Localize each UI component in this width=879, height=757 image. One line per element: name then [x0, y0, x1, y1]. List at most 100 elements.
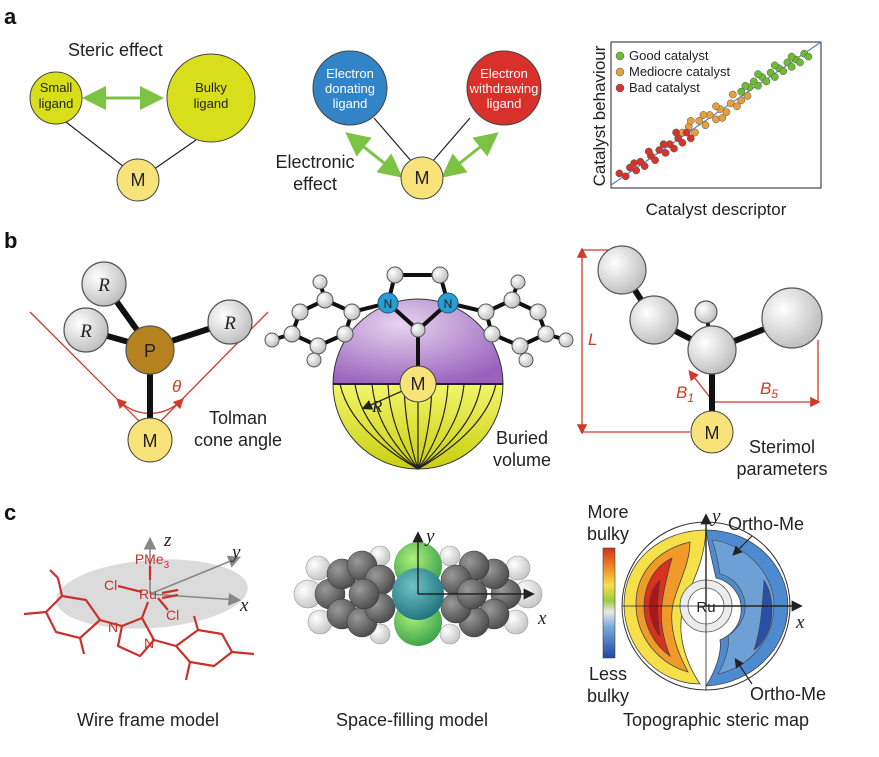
less-bulky-2: bulky — [587, 686, 629, 706]
legend-label-2: Bad catalyst — [629, 80, 700, 95]
sterimol-caption-1: Sterimol — [749, 437, 815, 457]
ortho-me-arrow-1 — [732, 535, 753, 556]
more-bulky-1: More — [587, 502, 628, 522]
topographic-steric-map: More bulky Less bulky y x Ru Ortho-Me — [587, 502, 826, 730]
data-point-series-1-14 — [712, 102, 720, 111]
map-lobe-darkblue — [753, 579, 773, 651]
data-point-series-0-16 — [754, 70, 762, 78]
data-point-series-1-3 — [695, 116, 704, 125]
B1-arrow — [688, 369, 713, 401]
bond-donating-metal — [373, 117, 413, 163]
steric-effect-diagram: Steric effect Small ligand Bulky ligand … — [29, 40, 256, 202]
data-point-series-1-12 — [743, 92, 752, 100]
legend-marker-2 — [615, 83, 625, 93]
less-bulky-1: Less — [589, 664, 627, 684]
panel-a: a Steric effect Small ligand Bulky ligan… — [4, 4, 822, 219]
metal-circle-steric — [116, 158, 160, 202]
data-point-series-2-16 — [644, 147, 653, 156]
B5-label: B5 — [760, 379, 778, 401]
metal-label-buried: M — [411, 374, 426, 394]
r-group-2 — [63, 307, 109, 353]
metal-label-steric: M — [131, 170, 146, 190]
phosphorus-atom — [125, 325, 175, 375]
withdrawing-label-1: Electron — [480, 66, 528, 81]
data-point-series-1-8 — [722, 108, 731, 116]
legend-marker-0 — [615, 51, 625, 61]
nitrogen-label-1: N — [384, 297, 393, 311]
withdrawing-label-3: ligand — [487, 96, 522, 111]
tolman-cone-diagram: R R R P θ M Tolman cone angle — [29, 261, 282, 463]
data-point-series-2-3 — [632, 166, 641, 175]
space-axis-x-label: x — [537, 608, 547, 629]
data-point-series-1-15 — [728, 90, 737, 99]
color-scale-bar — [602, 547, 616, 659]
B1-label: B1 — [676, 383, 694, 405]
donating-label-1: Electron — [326, 66, 374, 81]
data-point-series-0-17 — [770, 61, 779, 70]
axis-x-label: x — [239, 595, 249, 616]
pme3-label: PMe3 — [135, 551, 170, 571]
buried-caption-2: volume — [493, 450, 551, 470]
panel-letter-b: b — [4, 228, 17, 253]
bulky-ligand-circle — [166, 53, 256, 143]
wire-caption: Wire frame model — [77, 710, 219, 730]
data-point-series-2-11 — [670, 144, 678, 153]
nitrogen-atom-2 — [437, 292, 459, 314]
space-filling-model: y x Space-filling model — [293, 526, 547, 730]
metal-circle-electronic — [400, 156, 444, 200]
donating-ligand-circle — [312, 50, 388, 126]
bond-withdrawing-metal — [431, 117, 471, 163]
legend-label-1: Mediocre catalyst — [629, 64, 731, 79]
withdrawing-arrow — [441, 132, 499, 178]
data-point-series-1-9 — [726, 99, 735, 108]
more-bulky-2: bulky — [587, 524, 629, 544]
ru-label: Ru — [139, 586, 157, 602]
donating-label-2: donating — [325, 81, 375, 96]
wire-frame-bonds — [23, 566, 255, 681]
metal-label-sterimol: M — [705, 423, 720, 443]
map-lobe-orange — [635, 541, 691, 673]
r-group-1 — [81, 261, 127, 307]
data-point-series-0-5 — [762, 77, 771, 86]
data-point-series-0-3 — [754, 81, 762, 90]
tolman-caption-2: cone angle — [194, 430, 282, 450]
sterimol-caption-2: parameters — [736, 459, 827, 479]
data-point-series-0-7 — [770, 73, 779, 81]
data-point-series-0-19 — [741, 81, 750, 90]
cone-line-left — [29, 311, 151, 433]
small-ligand-label-1: Small — [40, 80, 73, 95]
data-point-series-0-11 — [787, 62, 796, 71]
data-point-series-2-8 — [655, 146, 664, 154]
sterimol-atom-right — [761, 287, 823, 349]
nhc-ligand-atoms — [264, 266, 574, 368]
panel-b: b R R R P θ M Tolman cone angle — [4, 228, 828, 479]
legend-marker-1 — [615, 67, 625, 77]
ortho-me-label-2: Ortho-Me — [750, 684, 826, 704]
data-point-series-2-9 — [661, 149, 670, 157]
n-label-2: N — [144, 635, 154, 651]
data-point-series-0-15 — [804, 52, 813, 61]
space-axis-y-label: y — [424, 526, 435, 547]
data-point-series-1-4 — [701, 121, 710, 130]
wire-frame-model: z y x PMe3 Cl — [23, 530, 255, 730]
map-axis-y-label: y — [710, 506, 721, 527]
map-axis-x-label: x — [795, 612, 805, 633]
steric-effect-title: Steric effect — [68, 40, 163, 60]
space-caption: Space-filling model — [336, 710, 488, 730]
chart-xlabel: Catalyst descriptor — [646, 200, 787, 219]
theta-label: θ — [172, 377, 182, 396]
sphere-meridians — [339, 383, 497, 470]
metal-circle-buried — [399, 365, 437, 403]
panel-letter-c: c — [4, 500, 16, 525]
small-ligand-label-2: ligand — [39, 96, 74, 111]
r-label-2: R — [79, 321, 92, 342]
sterimol-atom-top — [597, 245, 647, 295]
data-point-series-1-10 — [733, 102, 741, 111]
chart-points — [615, 49, 813, 181]
r-group-3 — [207, 299, 253, 345]
topo-caption: Topographic steric map — [623, 710, 809, 730]
axis-y-label: y — [230, 542, 241, 563]
